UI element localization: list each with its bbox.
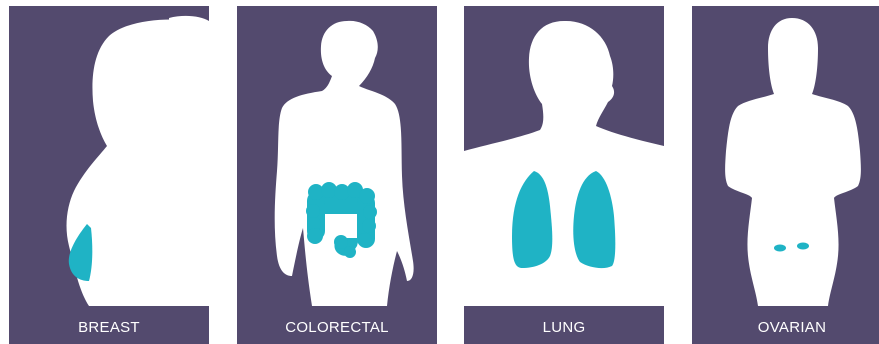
lungs-silhouette-icon [464,6,664,306]
cancer-panel-ovarian: OVARIAN [692,6,879,344]
panel-label-breast: BREAST [9,315,209,341]
cancer-panel-breast: BREAST [9,6,209,344]
cancer-panel-colorectal: COLORECTAL [237,6,437,344]
colon-silhouette-icon [237,6,437,306]
cancer-panel-lung: LUNG [464,6,664,344]
panel-label-colorectal: COLORECTAL [237,315,437,341]
panel-label-ovarian: OVARIAN [692,315,879,341]
panel-label-lung: LUNG [464,315,664,341]
ovaries-silhouette-icon [692,6,879,306]
breast-silhouette-icon [9,6,209,306]
